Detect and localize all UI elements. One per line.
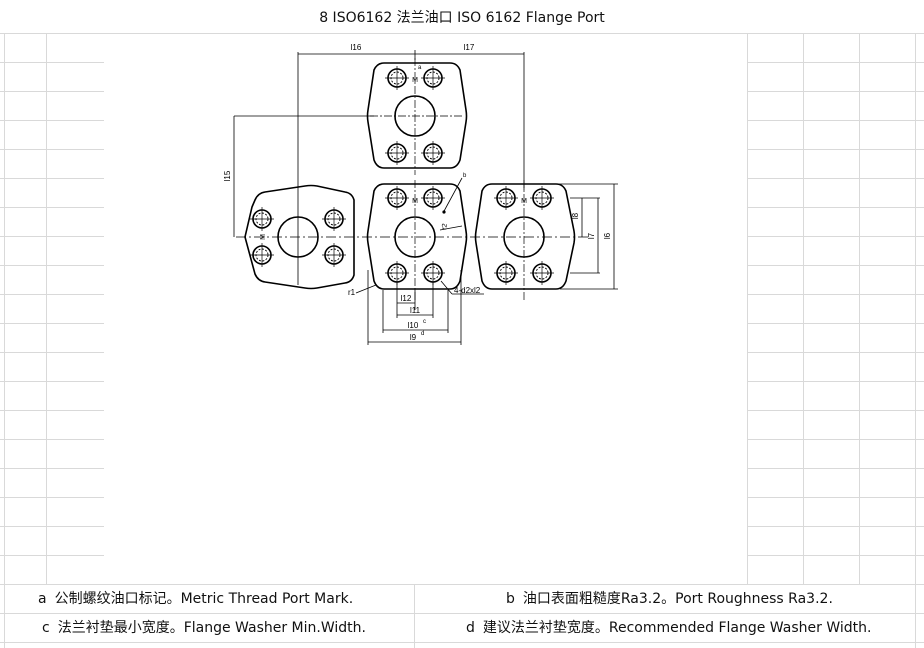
dim-l17: l17 (464, 43, 475, 52)
dim-l10-superscript: c (423, 319, 426, 325)
note-a-text: 公制螺纹油口标记。Metric Thread Port Mark. (54, 591, 354, 607)
note-b: b 油口表面粗糙度Ra3.2。Port Roughness Ra3.2. (506, 585, 833, 614)
dim-l11: l11 (410, 306, 421, 315)
drawing-area (104, 34, 747, 584)
note-b-marker: b (463, 173, 467, 179)
note-c-key: c (42, 620, 50, 636)
page-title: 8 ISO6162 法兰油口 ISO 6162 Flange Port (319, 10, 605, 26)
dim-l6: l6 (603, 232, 612, 239)
note-b-text: 油口表面粗糙度Ra3.2。Port Roughness Ra3.2. (522, 591, 833, 607)
dim-l15: l15 (223, 170, 232, 181)
dim-d2-holes: 4-d2xl2 (454, 286, 481, 295)
dim-r1: r1 (348, 288, 356, 297)
dim-l16: l16 (351, 43, 362, 52)
note-a-key: a (38, 591, 47, 607)
port-mark-top: M (412, 77, 418, 84)
note-b-key: b (506, 591, 515, 607)
dim-l12: l12 (401, 294, 412, 303)
note-a: a 公制螺纹油口标记。Metric Thread Port Mark. (38, 585, 353, 614)
note-d: d 建议法兰衬垫宽度。Recommended Flange Washer Widt… (466, 614, 871, 643)
dim-r2: r2 (441, 223, 449, 230)
note-d-key: d (466, 620, 475, 636)
dim-l7: l7 (587, 232, 596, 239)
note-d-text: 建议法兰衬垫宽度。Recommended Flange Washer Width… (482, 620, 872, 636)
note-a-marker: a (418, 65, 422, 71)
flange-top (366, 58, 468, 175)
note-c-text: 法兰衬垫最小宽度。Flange Washer Min.Width. (57, 620, 366, 636)
port-mark-center: M (412, 198, 418, 205)
note-c: c 法兰衬垫最小宽度。Flange Washer Min.Width. (42, 614, 366, 643)
port-mark-left: M (260, 234, 267, 240)
port-mark-right: M (521, 198, 527, 205)
dim-l9: l9 (410, 333, 417, 342)
dim-l9-superscript: d (421, 331, 424, 337)
dim-l8: l8 (571, 212, 580, 219)
dim-l10: l10 (408, 321, 419, 330)
